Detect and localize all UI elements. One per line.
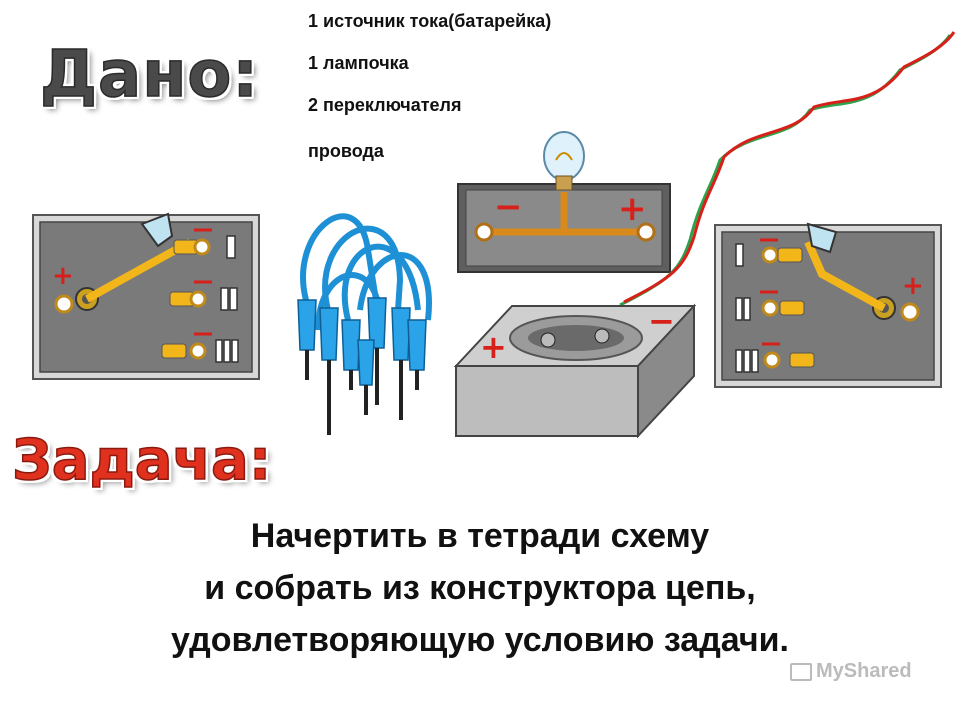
battery-illustration: + −	[453, 302, 697, 439]
watermark-text: MyShared	[816, 660, 912, 682]
switch-right-plus: +	[902, 271, 924, 301]
task-line-3: удовлетворяющую условию задачи.	[171, 621, 789, 659]
given-item-wires: провода	[308, 141, 384, 161]
task-text: Начертить в тетради схему и собрать из к…	[0, 510, 960, 666]
watermark: MyShared	[790, 660, 912, 683]
switch-left-illustration: +	[32, 212, 260, 380]
presentation-icon	[790, 662, 812, 681]
task-line-1: Начертить в тетради схему	[250, 517, 710, 555]
wires-illustration	[297, 213, 432, 435]
battery-plus: +	[480, 328, 507, 366]
lamp-plus: +	[618, 189, 647, 229]
given-item-lamp: 1 лампочка	[308, 53, 409, 73]
given-list: 1 источник тока(батарейка) 1 лампочка 2 …	[308, 10, 551, 182]
battery-minus: −	[648, 302, 675, 340]
given-heading: Дано:	[39, 37, 259, 113]
task-heading: Задача:	[11, 427, 272, 494]
given-item-battery: 1 источник тока(батарейка)	[308, 11, 552, 31]
lamp-board-illustration: − +	[457, 131, 671, 273]
switch-left-plus: +	[52, 261, 74, 291]
given-item-switches: 2 переключателя	[308, 95, 462, 115]
switch-right-illustration: +	[714, 222, 942, 388]
task-line-2: и собрать из конструктора цепь,	[204, 569, 756, 607]
battery-wire-illustration	[619, 31, 956, 307]
lamp-minus: −	[494, 187, 523, 227]
